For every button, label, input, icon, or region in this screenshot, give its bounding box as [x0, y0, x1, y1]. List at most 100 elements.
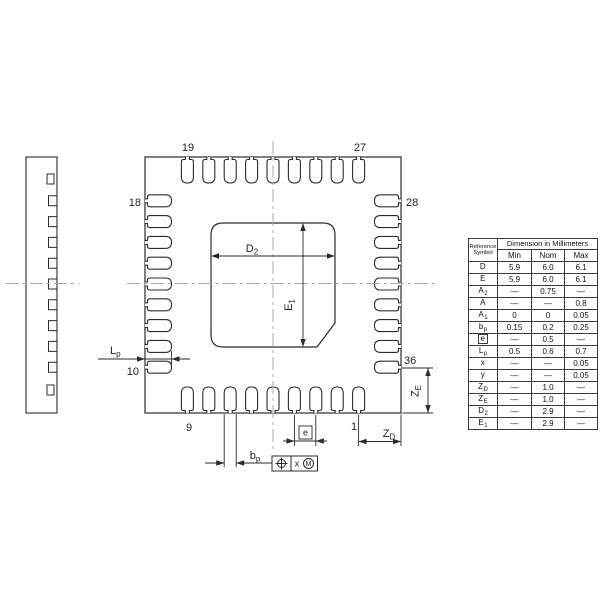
cell-max: —	[563, 405, 599, 418]
side-pin-mark	[48, 340, 57, 352]
table-row: ZD—1.0—	[468, 381, 599, 394]
cell-symbol: D2	[468, 405, 498, 418]
pin-top	[309, 157, 323, 184]
cell-symbol: bp	[468, 321, 498, 334]
label-e1: E1	[283, 299, 297, 311]
cell-symbol: A1	[468, 309, 498, 322]
cell-max: 0.8	[563, 297, 599, 310]
label-d2: D2	[246, 243, 259, 257]
label-zd: ZD	[383, 428, 396, 442]
arrowhead-down-icon	[425, 405, 431, 413]
pin-bottom	[352, 386, 366, 413]
arrowhead-right-icon	[137, 356, 145, 362]
dim-zd	[358, 414, 402, 446]
pin-bottom	[223, 386, 237, 413]
cell-nom: 6.0	[531, 261, 565, 274]
cell-max: 0.25	[563, 321, 599, 334]
arrowhead-right-icon	[327, 253, 335, 259]
arrowhead-right-icon	[216, 460, 225, 466]
header-nom: Nom	[531, 249, 565, 262]
arrowhead-left-icon	[358, 438, 367, 445]
pin-label-18: 18	[129, 197, 141, 209]
table-header-row: Reference Symbol Dimension in Millimeter…	[468, 238, 599, 262]
centerlines	[6, 141, 437, 449]
arrowhead-left-icon	[211, 253, 219, 259]
cell-min: —	[497, 393, 532, 406]
pin-left	[145, 215, 173, 229]
side-view-pin-marks	[46, 173, 57, 396]
cell-max: 6.1	[563, 261, 599, 274]
pin-bottom	[330, 386, 344, 413]
table-row: y——0.05	[468, 369, 599, 382]
true-position-icon	[275, 457, 288, 470]
dim-d2	[211, 253, 335, 259]
cell-max: —	[563, 417, 599, 430]
arrowhead-down-icon	[300, 339, 306, 347]
cell-min: 0.5	[497, 345, 532, 358]
e-box	[298, 425, 313, 440]
pin-left	[145, 339, 173, 353]
cell-min: —	[497, 417, 532, 430]
label-lp: Lp	[110, 345, 121, 359]
pin-top	[180, 157, 194, 184]
pin-bottom	[287, 386, 301, 413]
pin-bottom	[245, 386, 259, 413]
pin-right	[373, 360, 401, 374]
cell-symbol: e	[468, 333, 498, 346]
table-row: x——0.05	[468, 357, 599, 370]
pin-bottom	[309, 386, 323, 413]
table-row: A2—0.75—	[468, 285, 599, 298]
dimension-table: Reference Symbol Dimension in Millimeter…	[468, 238, 599, 430]
cell-nom: 0.5	[531, 333, 565, 346]
pin-label-10: 10	[127, 366, 139, 378]
cell-nom: 1.0	[531, 381, 565, 394]
pin-top	[287, 157, 301, 184]
cell-nom: 6.0	[531, 273, 565, 286]
cell-symbol: ZD	[468, 381, 498, 394]
cell-symbol: A2	[468, 285, 498, 298]
pin-label-28: 28	[406, 197, 418, 209]
arrowhead-right-icon	[393, 438, 401, 445]
cell-max: —	[563, 285, 599, 298]
cell-min: 0.15	[497, 321, 532, 334]
dim-lp	[98, 351, 190, 365]
pin-label-9: 9	[186, 422, 192, 434]
cell-min: —	[497, 333, 532, 346]
header-reference-symbol: Reference Symbol	[468, 238, 498, 262]
pin-right	[373, 256, 401, 270]
dim-bp	[205, 414, 272, 467]
pin-label-1: 1	[351, 421, 357, 433]
side-pin-mark	[48, 195, 57, 207]
arrowhead-up-icon	[300, 223, 306, 231]
side-pin-mark	[48, 216, 57, 228]
cell-max: —	[563, 393, 599, 406]
cell-nom: 2.9	[531, 405, 565, 418]
table-row: E1—2.9—	[468, 417, 599, 430]
side-view-body	[25, 156, 58, 414]
cell-nom: —	[531, 369, 565, 382]
cell-symbol: A	[468, 297, 498, 310]
side-pin-mark	[48, 257, 57, 269]
cell-symbol: D	[468, 261, 498, 274]
side-corner-pin-mark	[46, 384, 55, 396]
pin-label-27: 27	[354, 142, 366, 154]
cell-max: 0.05	[563, 369, 599, 382]
cell-symbol: Lp	[468, 345, 498, 358]
arrowhead-left-icon	[315, 438, 324, 444]
cell-min: 5.9	[497, 261, 532, 274]
header-reference: Reference	[469, 243, 497, 250]
side-pin-mark	[48, 361, 57, 373]
side-pin-mark	[48, 299, 57, 311]
table-row: e—0.5—	[468, 333, 599, 346]
pin-top	[352, 157, 366, 184]
cell-nom: 0.75	[531, 285, 565, 298]
arrowhead-up-icon	[425, 368, 431, 376]
label-e-pitch: e	[303, 428, 308, 438]
side-corner-pin-mark	[46, 173, 55, 185]
feature-control-frame	[271, 455, 318, 472]
cell-symbol: y	[468, 369, 498, 382]
